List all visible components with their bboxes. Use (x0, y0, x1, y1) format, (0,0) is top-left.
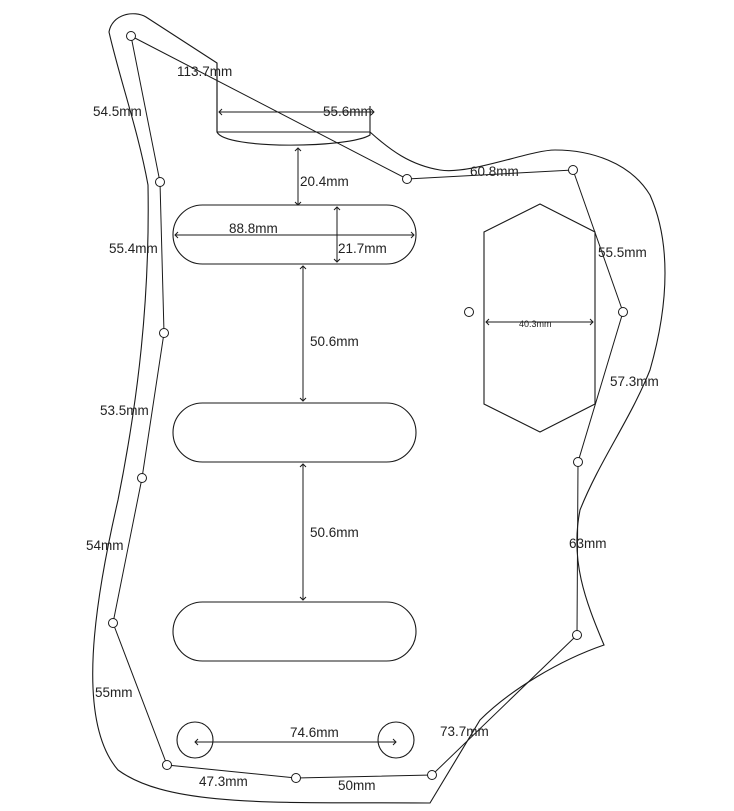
small-hole (464, 307, 474, 317)
label-pickup-spacing-2: 50.6mm (310, 525, 359, 540)
screw-hole (108, 618, 118, 628)
label-cavity-width: 40.3mm (519, 319, 552, 329)
label-pickup-width: 88.8mm (229, 221, 278, 236)
screw-hole (573, 457, 583, 467)
label-perimeter-left-5: 55mm (95, 685, 133, 700)
label-perimeter-right-3: 55.5mm (598, 245, 647, 260)
label-perimeter-bottom-2: 50mm (338, 778, 376, 793)
label-perimeter-right-1: 63mm (569, 536, 607, 551)
label-perimeter-left-4: 54mm (86, 538, 124, 553)
label-perimeter-left-2: 55.4mm (109, 241, 158, 256)
pickguard-outline (92, 13, 666, 804)
label-knob-spacing: 74.6mm (290, 725, 339, 740)
knob-hole-1 (176, 721, 214, 759)
label-neck-gap: 20.4mm (300, 174, 349, 189)
label-neck-pocket-width: 55.6mm (323, 104, 372, 119)
screw-holes (108, 31, 628, 783)
knob-hole-2 (377, 721, 415, 759)
label-perimeter-bottom-right: 73.7mm (440, 724, 489, 739)
label-perimeter-left-1: 54.5mm (93, 104, 142, 119)
pickup-bridge (172, 601, 417, 662)
label-perimeter-top-left: 113.7mm (177, 64, 232, 79)
label-pickup-spacing-1: 50.6mm (310, 334, 359, 349)
screw-hole (572, 630, 582, 640)
screw-hole (291, 773, 301, 783)
pickup-middle (172, 402, 417, 463)
label-perimeter-right-2: 57.3mm (610, 374, 659, 389)
screw-hole (402, 174, 412, 184)
screw-hole (155, 177, 165, 187)
label-perimeter-top-right: 60.8mm (470, 164, 519, 179)
screw-hole (159, 328, 169, 338)
screw-hole (126, 31, 136, 41)
screw-hole (427, 770, 437, 780)
label-perimeter-bottom-1: 47.3mm (199, 774, 248, 789)
screw-hole (568, 165, 578, 175)
arrow-heads (174, 108, 594, 746)
screw-hole (162, 760, 172, 770)
control-cavity (483, 203, 596, 433)
label-perimeter-left-3: 53.5mm (100, 403, 149, 418)
neck-pocket (216, 63, 371, 146)
screw-hole (137, 473, 147, 483)
label-pickup-height: 21.7mm (338, 241, 387, 256)
screw-hole (618, 307, 628, 317)
perimeter-dimension-line (112, 35, 624, 779)
